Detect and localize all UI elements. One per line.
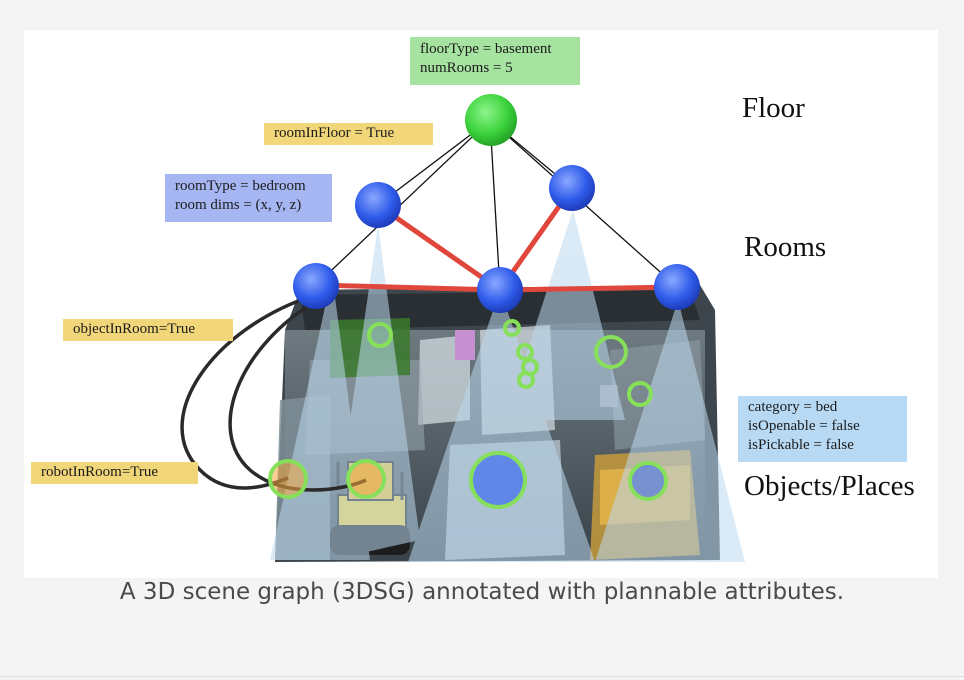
object-nodes [268, 319, 668, 509]
robot-in-room-label: robotInRoom=True [41, 464, 159, 480]
object-node [594, 335, 628, 369]
floor-attr-numrooms: numRooms = 5 [420, 60, 513, 76]
room-attributes: roomType = bedroom room dims = (x, y, z) [165, 174, 332, 222]
robot-node [346, 459, 386, 499]
projection-cones [270, 210, 745, 562]
level-label-rooms: Rooms [744, 231, 827, 263]
level-label-floor: Floor [742, 92, 805, 124]
floor-attr-floortype: floorType = basement [420, 41, 552, 57]
robot-in-room-tag: robotInRoom=True [31, 462, 198, 484]
object-attributes: category = bed isOpenable = false isPick… [738, 396, 907, 462]
scene-graph-diagram [180, 94, 745, 562]
room-node [549, 165, 595, 211]
object-attr-openable: isOpenable = false [748, 418, 860, 434]
object-node-place [469, 451, 527, 509]
object-attr-category: category = bed [748, 399, 838, 415]
object-node [367, 322, 393, 348]
floor-attributes: floorType = basement numRooms = 5 [410, 37, 580, 85]
object-node-bed [628, 461, 668, 501]
robot-node [268, 459, 308, 499]
room-node [293, 263, 339, 309]
room-attr-dims: room dims = (x, y, z) [175, 197, 302, 213]
object-node [516, 343, 534, 361]
room-attr-type: roomType = bedroom [175, 178, 306, 194]
robot-edges [180, 294, 367, 492]
room-in-floor-label: roomInFloor = True [274, 125, 395, 141]
level-label-objects: Objects/Places [744, 470, 915, 502]
room-node [654, 264, 700, 310]
object-node [517, 371, 535, 389]
object-node [503, 319, 521, 337]
object-node [627, 381, 653, 407]
object-in-room-tag: objectInRoom=True [63, 319, 233, 341]
object-in-room-label: objectInRoom=True [73, 321, 196, 337]
room-nodes [293, 165, 700, 313]
figure-caption: A 3D scene graph (3DSG) annotated with p… [119, 579, 845, 605]
room-node-bedroom [355, 182, 401, 228]
floor-node [465, 94, 517, 146]
object-attr-pickable: isPickable = false [748, 437, 854, 453]
divider [0, 676, 964, 677]
room-in-floor-tag: roomInFloor = True [264, 123, 433, 145]
room-node [477, 267, 523, 313]
